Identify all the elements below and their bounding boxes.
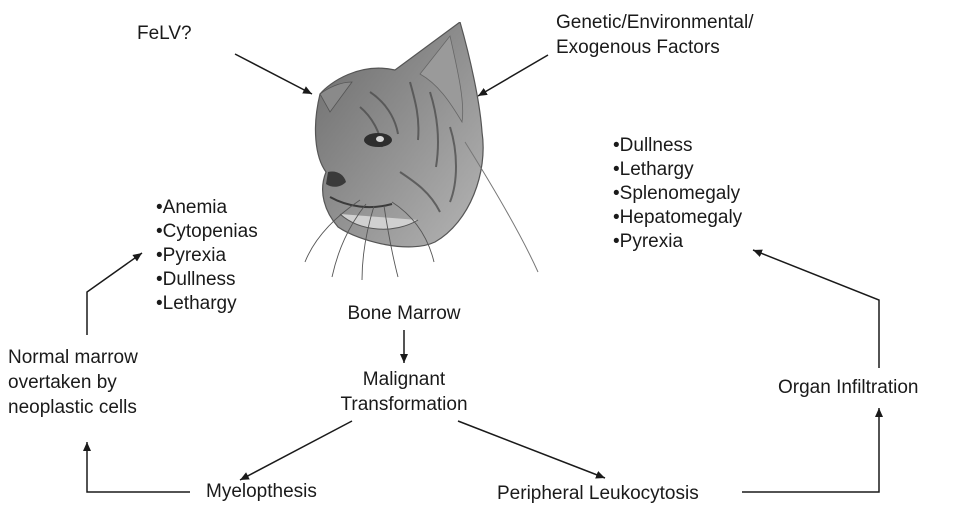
bone-marrow-label: Bone Marrow [314, 302, 494, 326]
malignant-to-myelopthesis-arrow [240, 421, 352, 480]
normal-to-left-symptoms-arrow [87, 253, 142, 335]
peripheral-leukocytosis-label: Peripheral Leukocytosis [497, 482, 699, 506]
factors-label-line2: Exogenous Factors [556, 36, 720, 60]
factors-label-line1: Genetic/Environmental/ [556, 11, 754, 35]
normal-marrow-label-line2: overtaken by [8, 371, 117, 395]
right-symptom-item: Dullness [613, 134, 742, 158]
malignant-to-leukocytosis-arrow [458, 421, 605, 478]
cat-head-illustration [300, 22, 540, 284]
myelopthesis-label: Myelopthesis [206, 480, 317, 504]
cat-head-sketch [305, 22, 538, 280]
malignant-label-line1: Malignant [314, 368, 494, 392]
left-symptom-item: Dullness [156, 268, 258, 292]
malignant-label-line2: Transformation [314, 393, 494, 417]
left-symptom-item: Cytopenias [156, 220, 258, 244]
left-symptom-list: Anemia Cytopenias Pyrexia Dullness Letha… [156, 196, 258, 316]
right-symptom-item: Splenomegaly [613, 182, 742, 206]
right-symptom-item: Pyrexia [613, 230, 742, 254]
organ-infiltration-label: Organ Infiltration [778, 376, 918, 400]
myelopthesis-to-normal-arrow [87, 442, 190, 492]
right-symptom-item: Hepatomegaly [613, 206, 742, 230]
left-symptom-item: Anemia [156, 196, 258, 220]
leukocytosis-to-organ-arrow [742, 408, 879, 492]
right-symptom-item: Lethargy [613, 158, 742, 182]
normal-marrow-label-line3: neoplastic cells [8, 396, 137, 420]
organ-to-right-symptoms-arrow [753, 250, 879, 368]
felv-label: FeLV? [137, 22, 192, 46]
left-symptom-item: Lethargy [156, 292, 258, 316]
normal-marrow-label-line1: Normal marrow [8, 346, 138, 370]
right-symptom-list: Dullness Lethargy Splenomegaly Hepatomeg… [613, 134, 742, 254]
left-symptom-item: Pyrexia [156, 244, 258, 268]
